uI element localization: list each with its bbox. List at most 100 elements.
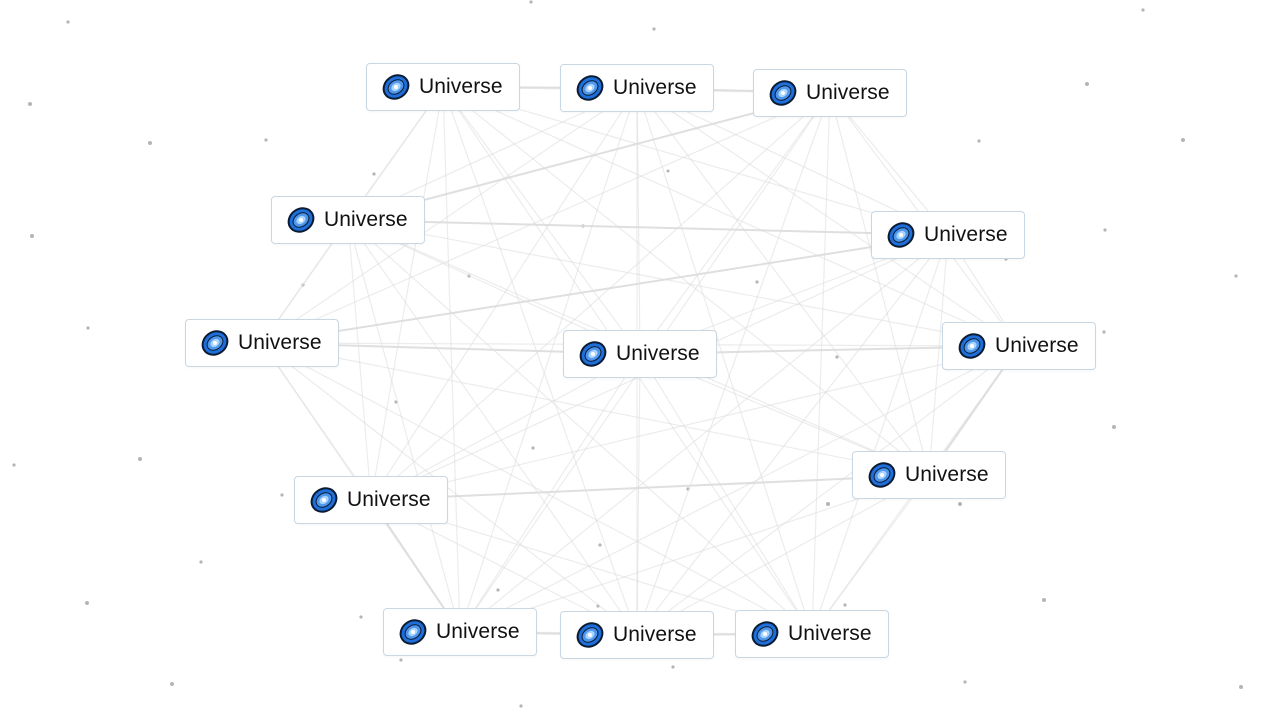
star-dot xyxy=(372,172,376,176)
galaxy-icon xyxy=(769,80,797,106)
star-dot xyxy=(280,493,284,497)
connection-line xyxy=(347,219,1020,347)
connection-line xyxy=(370,353,641,501)
connection-line xyxy=(636,87,930,476)
star-dot xyxy=(652,27,656,31)
star-dot xyxy=(170,682,174,686)
connection-line xyxy=(459,234,949,633)
element-tile-universe[interactable]: Universe xyxy=(753,69,907,117)
element-label: Universe xyxy=(238,331,322,354)
connection-line xyxy=(459,353,641,633)
element-tile-universe[interactable]: Universe xyxy=(383,608,537,656)
star-dot xyxy=(1085,82,1089,86)
element-tile-universe[interactable]: Universe xyxy=(852,451,1006,499)
connection-line xyxy=(347,219,949,236)
galaxy-icon xyxy=(201,330,229,356)
star-dot xyxy=(1141,8,1145,12)
galaxy-icon xyxy=(868,462,896,488)
star-dot xyxy=(958,502,962,506)
star-dot xyxy=(30,234,34,238)
star-dot xyxy=(496,588,500,592)
star-dot xyxy=(148,141,152,145)
galaxy-icon xyxy=(887,222,915,248)
connection-line xyxy=(636,353,641,636)
connection-line xyxy=(370,87,638,501)
element-label: Universe xyxy=(613,76,697,99)
element-tile-universe[interactable]: Universe xyxy=(185,319,339,367)
connection-line xyxy=(370,86,444,501)
galaxy-icon xyxy=(399,619,427,645)
element-label: Universe xyxy=(788,622,872,645)
connection-line xyxy=(370,92,831,501)
connection-line xyxy=(442,86,638,636)
star-dot xyxy=(1112,425,1116,429)
star-dot xyxy=(1103,228,1107,232)
element-tile-universe[interactable]: Universe xyxy=(871,211,1025,259)
connection-line xyxy=(636,345,1020,636)
star-dot xyxy=(28,102,32,106)
element-tile-universe[interactable]: Universe xyxy=(735,610,889,658)
connection-line xyxy=(636,87,813,635)
connection-line xyxy=(261,234,949,344)
connection-line xyxy=(928,234,949,476)
star-dot xyxy=(1239,685,1243,689)
element-label: Universe xyxy=(419,75,503,98)
connection-line xyxy=(370,474,930,501)
star-dot xyxy=(666,169,670,173)
star-dot xyxy=(671,665,675,669)
star-dot xyxy=(1181,138,1185,142)
galaxy-icon xyxy=(751,621,779,647)
element-tile-universe[interactable]: Universe xyxy=(942,322,1096,370)
star-dot xyxy=(12,463,16,467)
star-dot xyxy=(264,138,268,142)
star-dot xyxy=(826,502,830,506)
connection-line xyxy=(261,342,638,636)
connection-line xyxy=(811,234,949,635)
element-label: Universe xyxy=(924,223,1008,246)
connection-line xyxy=(370,345,1020,501)
connection-line xyxy=(636,474,930,636)
galaxy-icon xyxy=(958,333,986,359)
element-tile-universe[interactable]: Universe xyxy=(560,611,714,659)
star-dot xyxy=(843,603,847,607)
connection-line xyxy=(459,345,1020,633)
star-dot xyxy=(598,543,602,547)
star-dot xyxy=(359,615,363,619)
star-dot xyxy=(963,680,967,684)
star-dot xyxy=(199,560,203,564)
element-tile-universe[interactable]: Universe xyxy=(563,330,717,378)
star-dot xyxy=(399,658,403,662)
element-tile-universe[interactable]: Universe xyxy=(271,196,425,244)
connection-line xyxy=(347,92,831,221)
star-dot xyxy=(755,280,759,284)
element-label: Universe xyxy=(616,342,700,365)
element-tile-universe[interactable]: Universe xyxy=(560,64,714,112)
element-label: Universe xyxy=(995,334,1079,357)
connection-line xyxy=(442,86,1020,347)
connection-line xyxy=(347,219,372,501)
element-tile-universe[interactable]: Universe xyxy=(294,476,448,524)
connection-line xyxy=(347,219,461,633)
connection-line xyxy=(811,92,831,635)
element-label: Universe xyxy=(436,620,520,643)
star-dot xyxy=(977,139,981,143)
galaxy-icon xyxy=(287,207,315,233)
connection-line xyxy=(636,87,949,236)
connection-line xyxy=(442,86,930,476)
star-dot xyxy=(529,0,533,4)
connection-line xyxy=(811,474,930,635)
connection-line xyxy=(442,86,461,633)
star-dot xyxy=(85,601,89,605)
connection-line xyxy=(261,92,831,344)
element-tile-universe[interactable]: Universe xyxy=(366,63,520,111)
connection-line xyxy=(459,474,930,633)
connection-line xyxy=(829,92,930,476)
element-label: Universe xyxy=(324,208,408,231)
connection-line xyxy=(261,87,638,344)
star-dot xyxy=(531,446,535,450)
connection-line xyxy=(639,92,831,355)
connection-line xyxy=(261,342,813,635)
element-label: Universe xyxy=(347,488,431,511)
star-dot xyxy=(835,355,839,359)
